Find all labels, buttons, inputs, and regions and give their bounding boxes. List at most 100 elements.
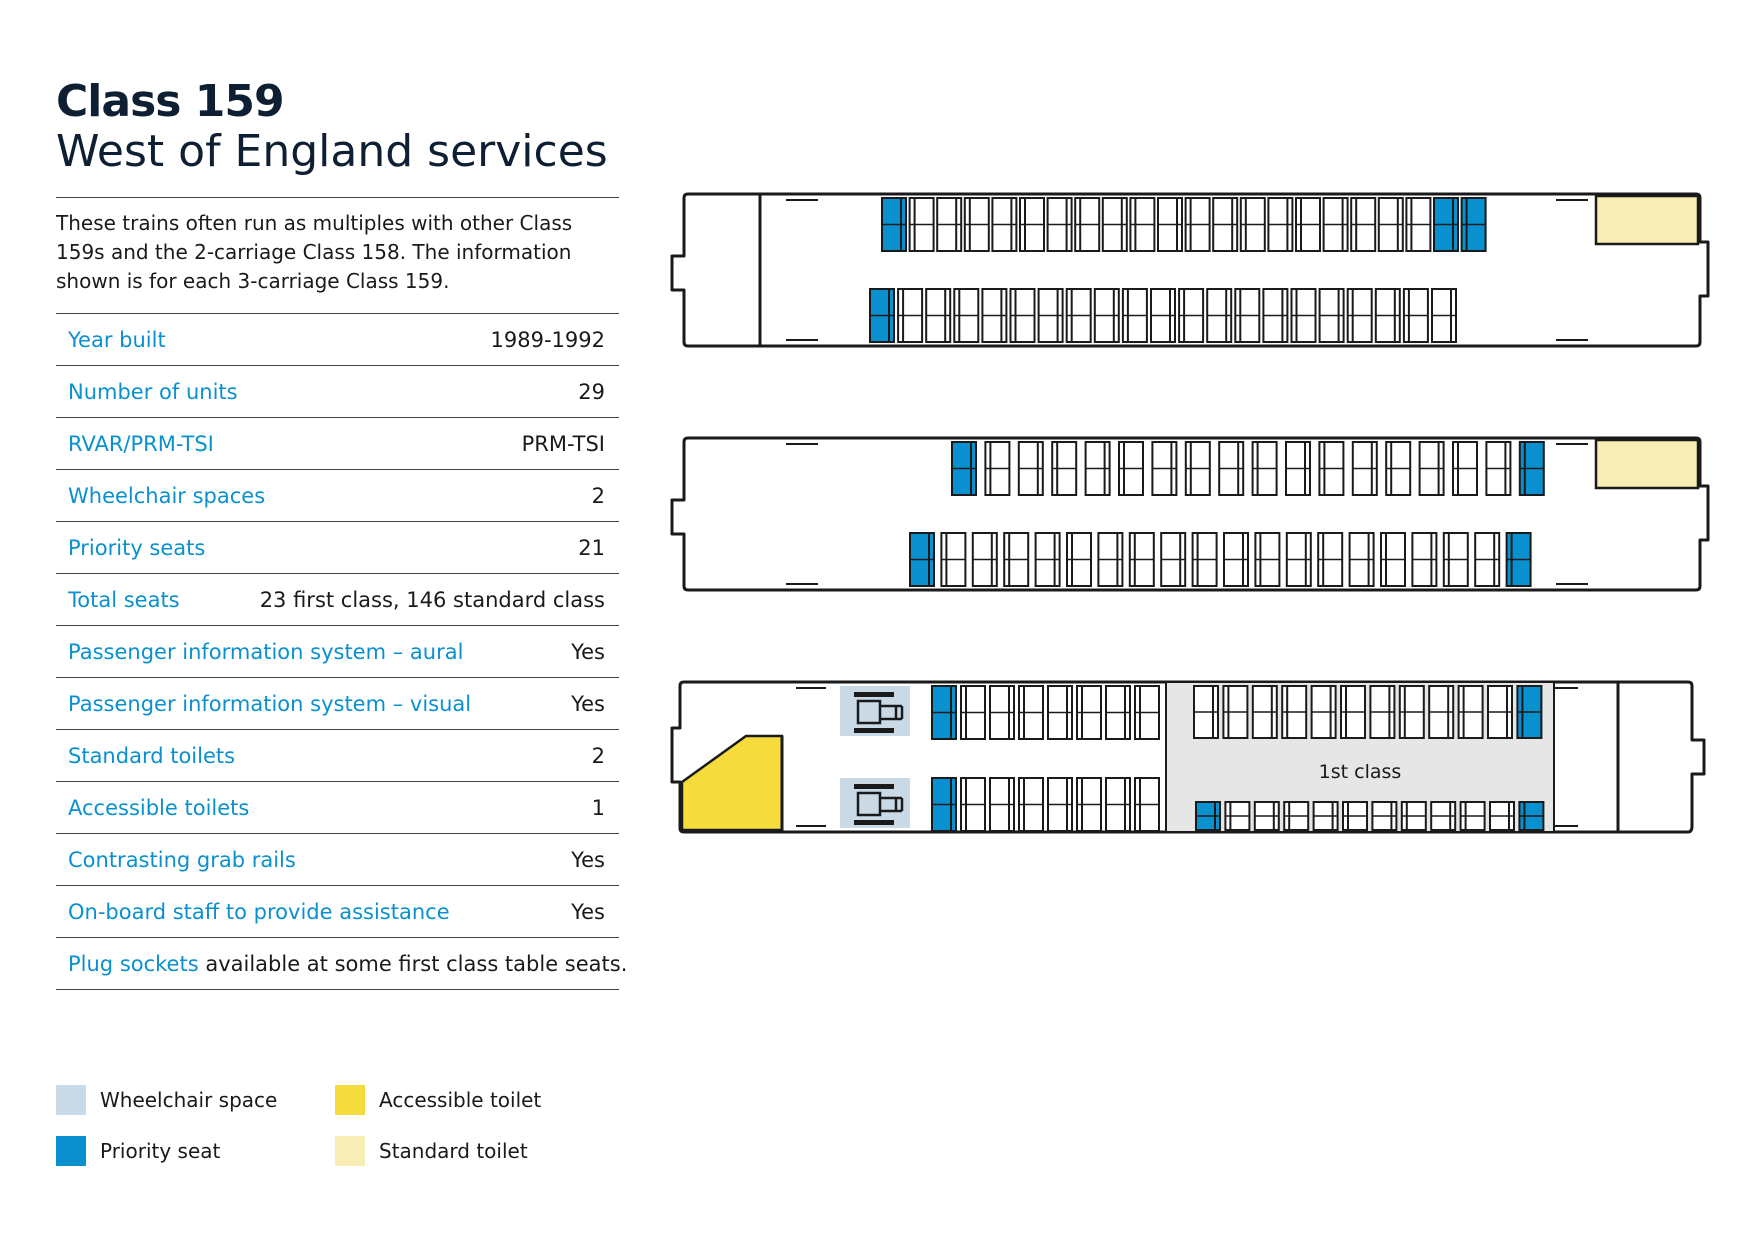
seat: [1489, 801, 1515, 831]
seat: [1442, 532, 1469, 587]
seat: [989, 777, 1015, 832]
seat: [1374, 288, 1401, 343]
seat: [1222, 685, 1249, 739]
seat: [989, 685, 1015, 740]
carriage-2-seats-upper: [951, 441, 1545, 496]
seat: [1283, 801, 1310, 831]
seat: [1037, 288, 1064, 343]
seat: [1239, 197, 1266, 252]
priority-seat: [931, 777, 957, 832]
wheelchair-icon: [854, 784, 904, 825]
seat: [991, 197, 1018, 252]
legend-label: Priority seat: [100, 1139, 221, 1163]
spec-value: 1989-1992: [490, 328, 605, 352]
seat: [1151, 441, 1178, 496]
seat: [1019, 197, 1045, 252]
spec-label: On-board staff to provide assistance: [68, 900, 450, 924]
standard-toilet: [1594, 438, 1700, 490]
spec-label: Standard toilets: [68, 744, 236, 768]
seat: [1076, 685, 1102, 740]
seat: [1009, 288, 1036, 343]
seat: [1431, 288, 1457, 343]
spec-note-row: Plug sockets available at some first cla…: [56, 938, 627, 990]
wheelchair-space-swatch: [56, 1085, 86, 1115]
seat: [1348, 532, 1375, 587]
seat: [1066, 532, 1092, 587]
seat: [1118, 441, 1144, 496]
seat: [1178, 288, 1205, 343]
priority-seat: [869, 288, 895, 343]
seat: [1046, 197, 1073, 252]
plug-sockets-note: Plug sockets available at some first cla…: [68, 938, 627, 990]
seat: [1105, 777, 1131, 832]
seat: [1150, 288, 1176, 343]
legend-label: Wheelchair space: [100, 1088, 278, 1112]
seat: [1385, 441, 1412, 496]
specs-top-divider: [56, 313, 619, 314]
seat: [1322, 197, 1349, 252]
spec-label: Passenger information system – aural: [68, 640, 464, 664]
spec-label: Contrasting grab rails: [68, 848, 296, 872]
seat: [1254, 532, 1281, 587]
note-text: available at some first class table seat…: [198, 952, 628, 976]
spec-row-pis-aural: Passenger information system – aural Yes: [56, 626, 619, 678]
seat: [908, 197, 935, 252]
seat: [1318, 288, 1345, 343]
page-subtitle: West of England services: [56, 126, 608, 177]
priority-seat: [881, 197, 907, 252]
spec-value: 2: [591, 484, 605, 508]
seat: [1459, 801, 1486, 831]
seat: [1160, 532, 1187, 587]
seat: [1351, 441, 1378, 496]
seat: [981, 288, 1008, 343]
spec-value: Yes: [571, 692, 605, 716]
seat: [1487, 685, 1513, 739]
first-class-label: 1st class: [1319, 761, 1402, 783]
seat: [1346, 288, 1373, 343]
carriage-2-body: [670, 436, 1710, 592]
seat: [1074, 197, 1101, 252]
seat: [1371, 801, 1398, 831]
priority-seat: [931, 685, 957, 740]
seat: [1017, 441, 1044, 496]
priority-seat: [909, 532, 935, 587]
spec-row-standard-toilets: Standard toilets 2: [56, 730, 619, 782]
seat: [1105, 685, 1131, 740]
seat: [1312, 801, 1339, 831]
page-title: Class 159: [56, 76, 285, 127]
seat: [1317, 532, 1344, 587]
priority-seat: [1433, 197, 1459, 252]
spec-label: Number of units: [68, 380, 238, 404]
seat: [1003, 532, 1030, 587]
seat: [1405, 197, 1432, 252]
spec-label: RVAR/PRM-TSI: [68, 432, 214, 456]
seat: [897, 288, 924, 343]
wheelchair-icon: [854, 692, 904, 733]
seat: [1267, 197, 1294, 252]
seat: [1097, 532, 1124, 587]
seat: [1295, 197, 1321, 252]
seat: [1134, 777, 1160, 832]
seat: [1350, 197, 1377, 252]
seat: [960, 685, 986, 740]
spec-label: Wheelchair spaces: [68, 484, 266, 508]
seat: [1418, 441, 1445, 496]
spec-label: Priority seats: [68, 536, 206, 560]
spec-label: Total seats: [68, 588, 180, 612]
seat: [1121, 288, 1148, 343]
seat: [1223, 532, 1249, 587]
seat: [1428, 685, 1455, 739]
spec-row-priority-seats: Priority seats 21: [56, 522, 619, 574]
seat: [984, 441, 1011, 496]
spec-row-onboard-staff: On-board staff to provide assistance Yes: [56, 886, 619, 938]
spec-value: 1: [591, 796, 605, 820]
seat: [1281, 685, 1308, 739]
spec-label: Accessible toilets: [68, 796, 250, 820]
seat: [1262, 288, 1289, 343]
spec-value: 21: [578, 536, 605, 560]
seat: [1430, 801, 1457, 831]
seat: [1034, 532, 1061, 587]
seat: [1134, 685, 1160, 740]
seat: [1380, 532, 1406, 587]
seat: [1065, 288, 1092, 343]
